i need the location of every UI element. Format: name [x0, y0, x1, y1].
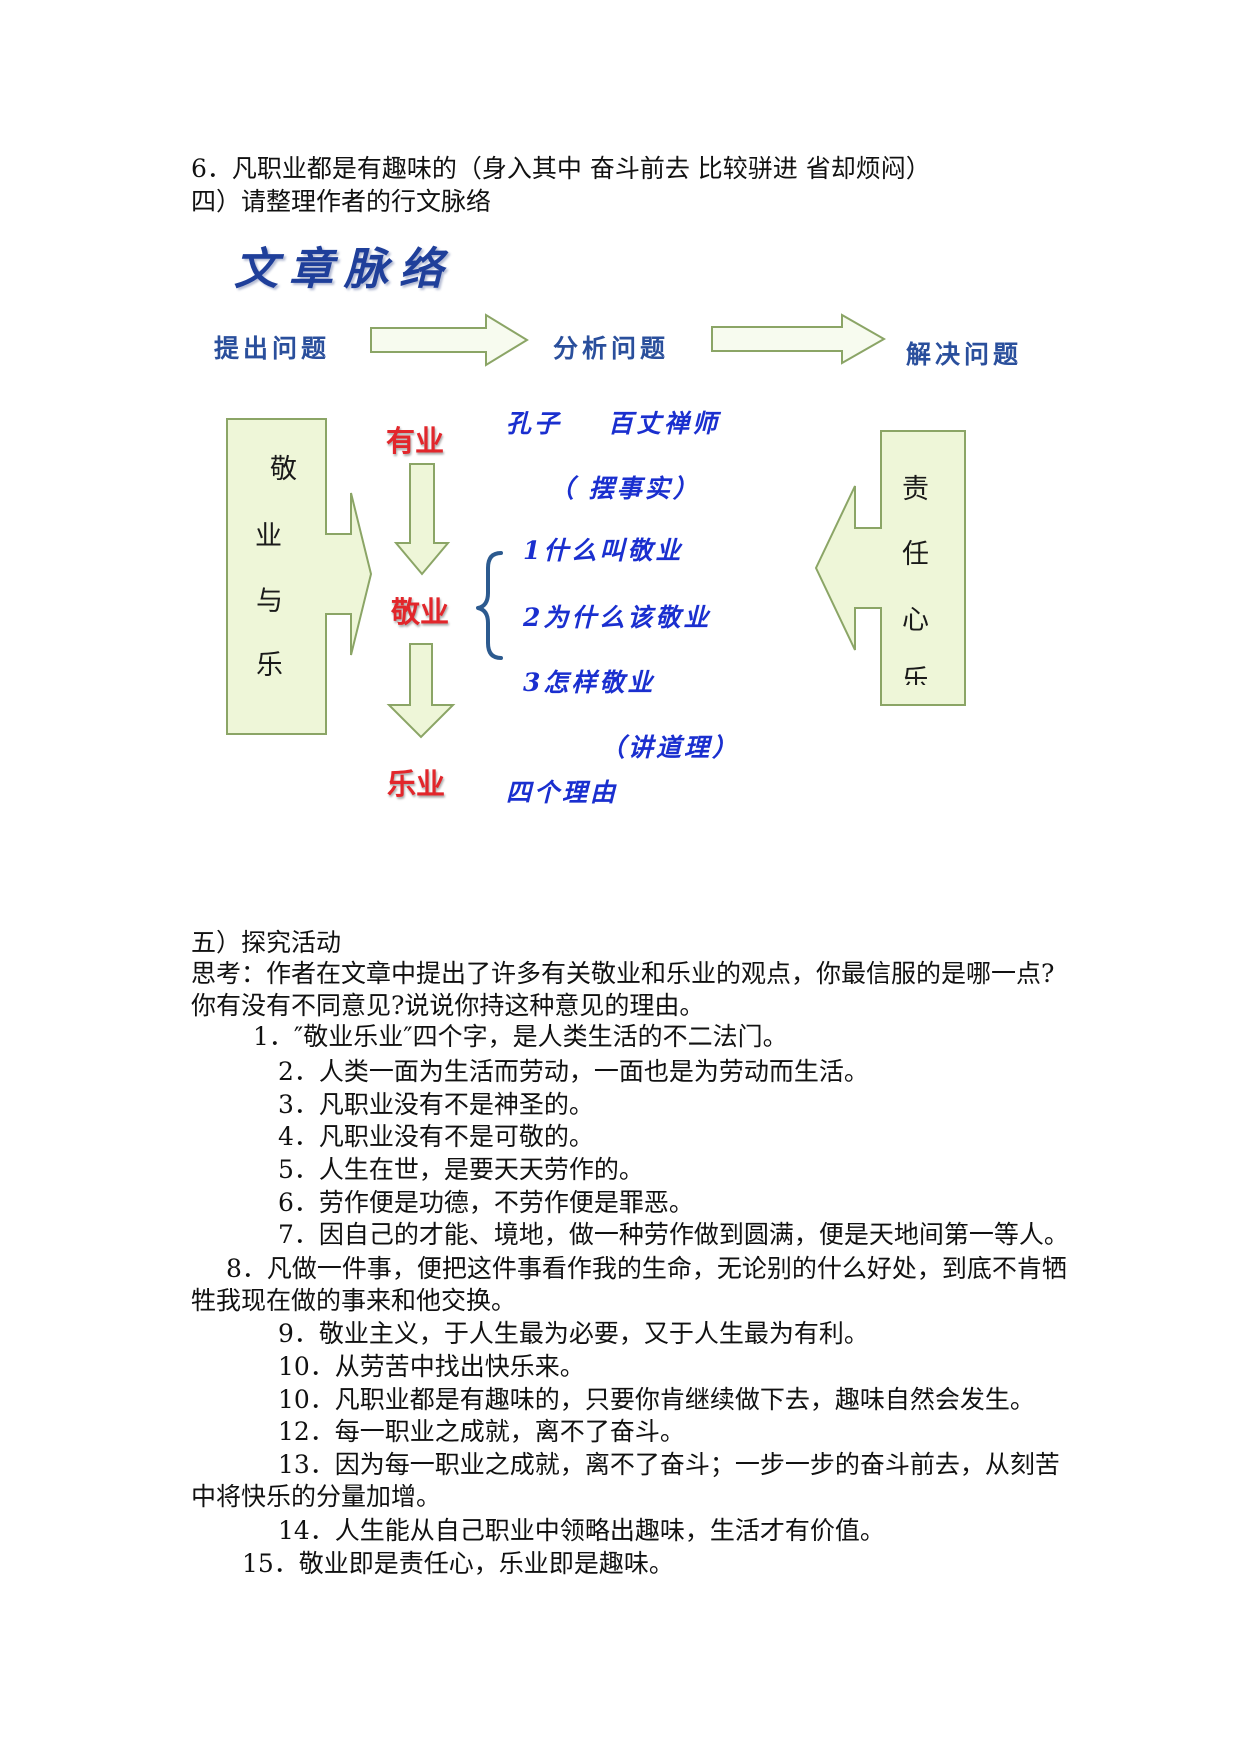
right-box-char: 责: [902, 474, 929, 505]
viewpoint-line: 8．凡做一件事，便把这件事看作我的生命，无论别的什么好处，到底不肯牺: [226, 1254, 1067, 1283]
reasoning-note: （讲道理）: [600, 733, 741, 762]
reasons-label: 四个理由: [506, 778, 619, 807]
stage-have-work: 有业: [386, 424, 445, 458]
viewpoint-line: 2．人类一面为生活而劳动，一面也是为劳动而生活。: [278, 1057, 869, 1086]
viewpoint-line: 13．因为每一职业之成就，离不了奋斗；一步一步的奋斗前去，从刻苦: [278, 1450, 1060, 1479]
right-callout-arrow: [814, 430, 966, 706]
stage-respect-work: 敬业: [391, 595, 450, 629]
prompt-line: 思考：作者在文章中提出了许多有关敬业和乐业的观点，你最信服的是哪一点?: [191, 959, 1055, 988]
curly-brace: [476, 551, 503, 660]
left-box-char: 业: [255, 521, 282, 552]
flow-arrow-2: [711, 313, 887, 365]
stage-enjoy-work: 乐业: [387, 767, 446, 801]
question-item: 3怎样敬业: [523, 668, 656, 697]
left-box-char: 敬: [270, 454, 297, 485]
question-item: 1什么叫敬业: [523, 536, 684, 565]
example-baizhang: 百丈禅师: [608, 409, 721, 438]
section-heading-four: 四）请整理作者的行文脉络: [191, 187, 492, 216]
prompt-line: 你有没有不同意见?说说你持这种意见的理由。: [191, 991, 705, 1020]
right-box-text: 责 任 心 乐: [881, 431, 965, 685]
viewpoint-line: 牲我现在做的事来和他交换。: [191, 1286, 517, 1315]
viewpoint-line: 6．劳作便是功德，不劳作便是罪恶。: [278, 1188, 694, 1217]
flow-arrow-1: [370, 313, 529, 367]
viewpoint-line: 5．人生在世，是要天天劳作的。: [278, 1155, 644, 1184]
right-box-char: 任: [902, 539, 929, 570]
flow-step-solve-question: 解决问题: [906, 340, 1023, 369]
viewpoint-line: 12．每一职业之成就，离不了奋斗。: [278, 1417, 685, 1446]
viewpoint-line: 7．因自己的才能、境地，做一种劳作做到圆满，便是天地间第一等人。: [278, 1220, 1069, 1249]
right-box-char: 心: [902, 605, 929, 636]
viewpoint-line: 9．敬业主义，于人生最为必要，又于人生最为有利。: [278, 1319, 869, 1348]
viewpoint-line: 15．敬业即是责任心，乐业即是趣味。: [242, 1549, 674, 1578]
right-box-char: 乐: [902, 665, 929, 685]
question-item: 2为什么该敬业: [523, 603, 712, 632]
diagram-title: 文章脉络: [234, 244, 454, 295]
example-confucius: 孔子: [506, 409, 563, 438]
flow-step-raise-question: 提出问题: [214, 334, 331, 363]
down-arrow-1: [393, 463, 451, 576]
viewpoint-line: 1．″敬业乐业″四个字，是人类生活的不二法门。: [253, 1022, 788, 1051]
viewpoint-line: 10．从劳苦中找出快乐来。: [278, 1352, 585, 1381]
left-box-char: 乐: [256, 650, 283, 681]
down-arrow-2: [386, 643, 456, 739]
facts-note: （ 摆事实）: [549, 474, 701, 503]
viewpoint-line: 中将快乐的分量加增。: [191, 1482, 442, 1511]
viewpoint-line: 4．凡职业没有不是可敬的。: [278, 1122, 594, 1151]
viewpoint-line: 3．凡职业没有不是神圣的。: [278, 1090, 594, 1119]
viewpoint-line: 10．凡职业都是有趣味的，只要你肯继续做下去，趣味自然会发生。: [278, 1385, 1035, 1414]
viewpoint-line: 14．人生能从自己职业中领略出趣味，生活才有价值。: [278, 1516, 885, 1545]
left-callout-arrow: [226, 418, 373, 735]
section-heading-five: 五）探究活动: [191, 928, 342, 957]
intro-line: 6．凡职业都是有趣味的（身入其中 奋斗前去 比较骈进 省却烦闷）: [191, 154, 931, 183]
left-box-char: 与: [256, 586, 283, 617]
flow-step-analyze-question: 分析问题: [553, 334, 670, 363]
